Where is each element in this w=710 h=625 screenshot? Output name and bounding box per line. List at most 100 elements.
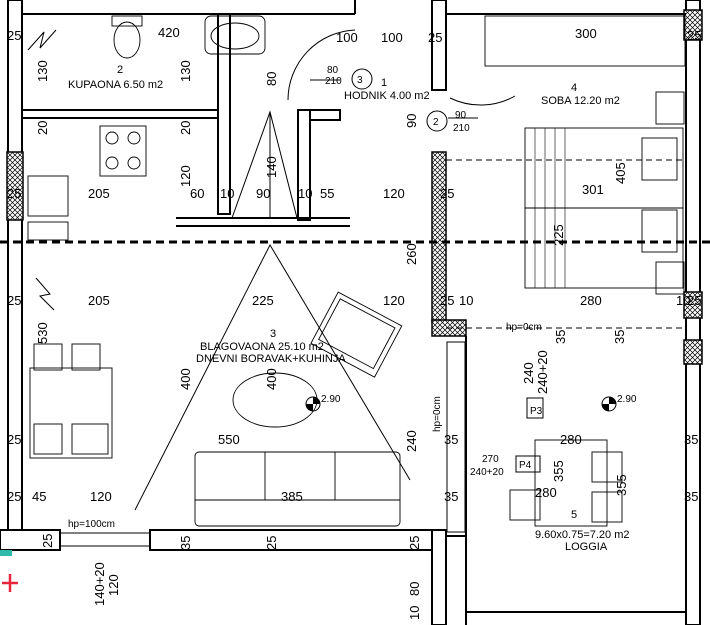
svg-text:120: 120 xyxy=(90,489,112,504)
svg-text:385: 385 xyxy=(281,489,303,504)
blagovaona-number: 3 xyxy=(270,328,276,340)
svg-text:20: 20 xyxy=(178,121,193,135)
window-p4-box xyxy=(515,455,541,473)
svg-text:400: 400 xyxy=(264,368,279,390)
svg-text:420: 420 xyxy=(158,25,180,40)
furniture xyxy=(27,15,686,527)
svg-text:25: 25 xyxy=(7,28,21,43)
svg-text:210: 210 xyxy=(453,123,470,134)
svg-text:90: 90 xyxy=(404,114,419,128)
svg-text:35: 35 xyxy=(444,432,458,447)
svg-text:25: 25 xyxy=(40,534,55,548)
svg-text:25: 25 xyxy=(7,186,21,201)
svg-text:240: 240 xyxy=(521,362,536,384)
svg-text:35: 35 xyxy=(684,432,698,447)
svg-text:550: 550 xyxy=(218,432,240,447)
loggia-area: 9.60x0.75=7.20 m2 xyxy=(535,529,630,541)
svg-text:205: 205 xyxy=(88,186,110,201)
svg-text:100: 100 xyxy=(336,30,358,45)
svg-text:2.90: 2.90 xyxy=(617,394,637,405)
svg-text:120: 120 xyxy=(178,165,193,187)
svg-text:25: 25 xyxy=(7,432,21,447)
svg-text:hp=0cm: hp=0cm xyxy=(506,322,542,333)
svg-text:120: 120 xyxy=(383,186,405,201)
svg-text:400: 400 xyxy=(178,368,193,390)
svg-text:80: 80 xyxy=(407,582,422,596)
svg-text:10: 10 xyxy=(220,186,234,201)
svg-text:hp=0cm: hp=0cm xyxy=(432,396,443,432)
svg-text:140+20: 140+20 xyxy=(92,562,107,606)
svg-text:35: 35 xyxy=(178,536,193,550)
svg-text:205: 205 xyxy=(88,293,110,308)
hodnik-label: HODNIK 4.00 m2 xyxy=(344,90,430,102)
svg-text:130: 130 xyxy=(178,60,193,82)
svg-text:300: 300 xyxy=(575,26,597,41)
window-p3-box xyxy=(526,397,544,419)
hodnik-number: 1 xyxy=(381,77,387,89)
svg-text:35: 35 xyxy=(684,489,698,504)
svg-text:25: 25 xyxy=(687,293,701,308)
red-cross-marker-icon xyxy=(2,574,18,592)
svg-text:140: 140 xyxy=(264,156,279,178)
svg-text:hp=100cm: hp=100cm xyxy=(68,519,115,530)
svg-text:80: 80 xyxy=(264,72,279,86)
svg-text:P4: P4 xyxy=(519,460,532,471)
svg-text:225: 225 xyxy=(252,293,274,308)
svg-text:3: 3 xyxy=(357,75,363,86)
door-2-marker xyxy=(426,110,448,132)
door-3-marker xyxy=(351,68,373,90)
svg-text:25: 25 xyxy=(440,293,454,308)
blagovaona-label: BLAGOVAONA 25.10 m2 xyxy=(200,341,324,353)
svg-text:90: 90 xyxy=(256,186,270,201)
svg-text:20: 20 xyxy=(35,121,50,135)
svg-text:355: 355 xyxy=(551,460,566,482)
svg-text:225: 225 xyxy=(551,224,566,246)
svg-text:10: 10 xyxy=(298,186,312,201)
svg-text:55: 55 xyxy=(320,186,334,201)
svg-text:280: 280 xyxy=(580,293,602,308)
svg-text:35: 35 xyxy=(553,330,568,344)
kupaona-number: 2 xyxy=(117,64,123,76)
svg-text:25: 25 xyxy=(7,489,21,504)
soba-label: SOBA 12.20 m2 xyxy=(541,95,620,107)
svg-text:35: 35 xyxy=(612,330,627,344)
svg-text:90: 90 xyxy=(455,110,467,121)
svg-text:240+20: 240+20 xyxy=(470,467,504,478)
room-labels: 2 KUPAONA 6.50 m2 1 HODNIK 4.00 m2 4 SOB… xyxy=(68,64,630,553)
svg-text:280: 280 xyxy=(560,432,582,447)
svg-text:210: 210 xyxy=(325,76,342,87)
teal-marker-icon xyxy=(0,550,12,556)
svg-text:80: 80 xyxy=(327,65,339,76)
svg-text:120: 120 xyxy=(383,293,405,308)
blagovaona-label-2: DNEVNI BORAVAK+KUHINJA xyxy=(196,353,346,365)
svg-text:10: 10 xyxy=(676,293,690,308)
svg-text:120: 120 xyxy=(106,574,121,596)
loggia-number: 5 xyxy=(571,509,577,521)
svg-text:25: 25 xyxy=(264,536,279,550)
svg-text:240+20: 240+20 xyxy=(535,350,550,394)
soba-number: 4 xyxy=(571,82,577,94)
svg-text:25: 25 xyxy=(7,293,21,308)
svg-text:25: 25 xyxy=(428,30,442,45)
svg-text:100: 100 xyxy=(381,30,403,45)
svg-text:405: 405 xyxy=(613,162,628,184)
svg-text:P3: P3 xyxy=(530,406,543,417)
svg-text:25: 25 xyxy=(687,28,701,43)
svg-text:10: 10 xyxy=(459,293,473,308)
svg-text:355: 355 xyxy=(614,474,629,496)
svg-text:35: 35 xyxy=(444,489,458,504)
opening-labels: 3 80 210 2 90 210 P4 P3 2.90 2.90 hp=0cm… xyxy=(68,65,637,530)
loggia-label: LOGGIA xyxy=(565,541,608,553)
svg-text:60: 60 xyxy=(190,186,204,201)
level-marker-right xyxy=(601,396,617,412)
svg-text:260: 260 xyxy=(404,243,419,265)
dimensions: 420 25 130 130 80 100 100 25 300 25 20 2… xyxy=(7,25,701,620)
svg-text:301: 301 xyxy=(582,182,604,197)
svg-text:280: 280 xyxy=(535,485,557,500)
svg-text:25: 25 xyxy=(440,186,454,201)
level-marker-left xyxy=(305,396,321,412)
svg-text:530: 530 xyxy=(35,322,50,344)
svg-text:270: 270 xyxy=(482,454,499,465)
svg-text:130: 130 xyxy=(35,60,50,82)
